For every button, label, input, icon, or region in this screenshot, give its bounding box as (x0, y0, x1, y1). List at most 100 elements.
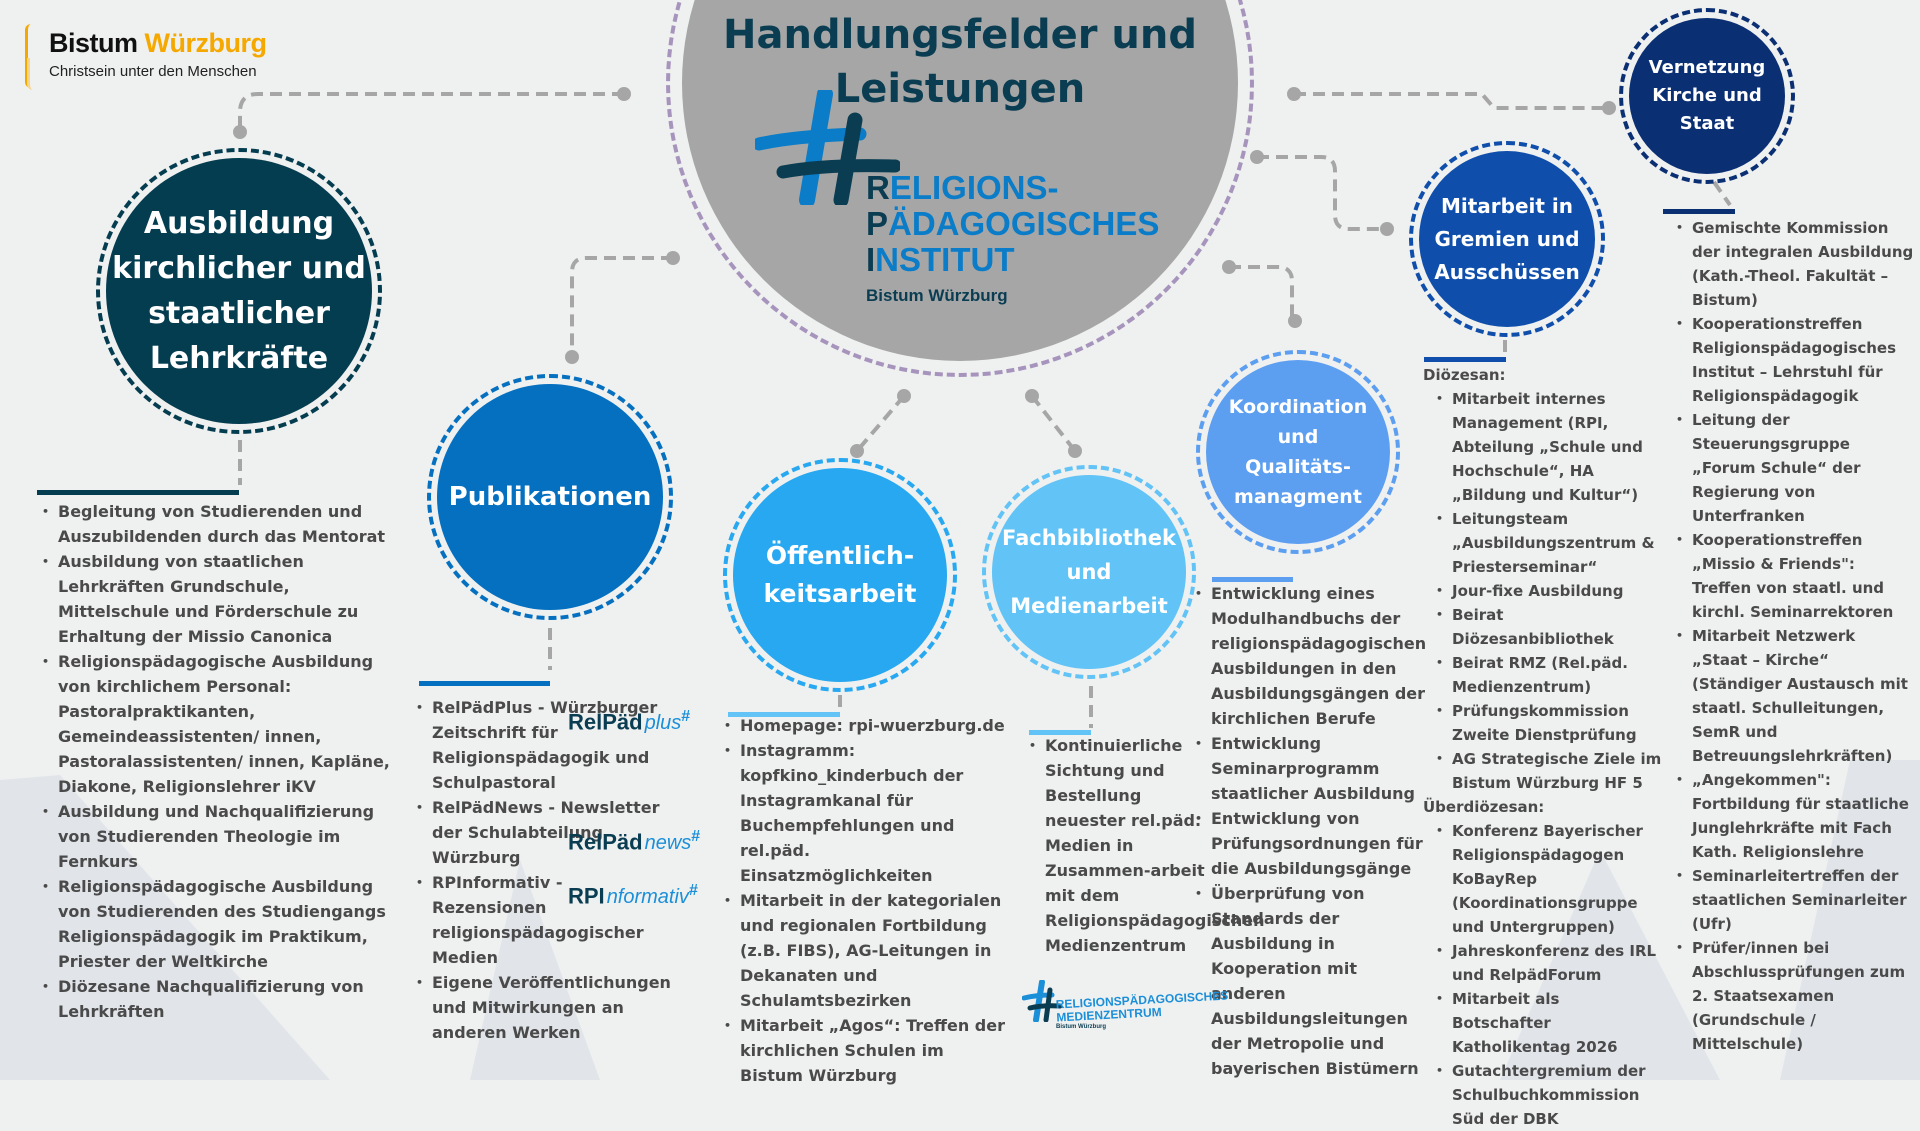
list-item: Religionspädagogische Ausbildung von Stu… (42, 874, 398, 974)
list-item: Entwicklung von Prüfungsordnungen für di… (1195, 806, 1433, 881)
node-gremien[interactable]: Mitarbeit in Gremien und Ausschüssen (1419, 151, 1595, 327)
list-item: Überprüfung von Standards der Ausbildung… (1195, 881, 1433, 1081)
list-item: Diözesane Nachqualifizierung von Lehrkrä… (42, 974, 398, 1024)
list-item: Gutachtergremium der Schulbuchkommission… (1436, 1059, 1663, 1131)
list-item: Entwicklung eines Modulhandbuchs der rel… (1195, 581, 1433, 731)
list-item: Beirat Diözesanbibliothek (1436, 603, 1663, 651)
node-publikationen[interactable]: Publikationen (437, 384, 663, 610)
underline-ausbildung (37, 490, 239, 495)
list-item: Mitarbeit „Agos“: Treffen der kirchliche… (724, 1013, 1008, 1088)
list-item: Gemischte Kommission der integralen Ausb… (1676, 216, 1914, 312)
list-item: Kontinuierliche Sichtung und Bestellung … (1029, 733, 1265, 958)
group-heading-ueberdioezesan: Überdiözesan: (1423, 798, 1545, 816)
node-oeffentlichkeitsarbeit[interactable]: Öffentlich- keitsarbeit (733, 468, 947, 682)
list-item: Mitarbeit Netzwerk „Staat – Kirche“ (Stä… (1676, 624, 1914, 768)
logo-main: RPI (568, 883, 605, 909)
rpi-logo-word: NSTITUT (875, 241, 1015, 278)
list-item: Kooperationstreffen „Missio & Friends": … (1676, 528, 1914, 624)
list-fachbibliothek: Kontinuierliche Sichtung und Bestellung … (1023, 733, 1265, 958)
title-line-2: Leistungen (834, 66, 1086, 112)
rpi-logo-word: ÄDAGOGISCHES (888, 205, 1160, 242)
logo-tagline: Christsein unter den Menschen (49, 63, 257, 80)
underline-publikationen (419, 681, 550, 686)
list-item: Leitungsteam „Ausbildungszentrum & Pries… (1436, 507, 1663, 579)
underline-koordination (1212, 577, 1293, 582)
list-publikationen: RelPädPlus - Würzburger Zeitschrift für … (410, 695, 674, 1045)
list-vernetzung-items: Gemischte Kommission der integralen Ausb… (1664, 216, 1914, 1056)
node-fachbibliothek[interactable]: Fachbibliothek und Medienarbeit (992, 475, 1186, 669)
node-ausbildung[interactable]: Ausbildung kirchlicher und staatlicher L… (106, 158, 372, 424)
ring-vernetzung (1619, 8, 1795, 184)
rmz-logo-subtitle: Bistum Würzburg (1056, 1024, 1106, 1030)
hash-icon: # (688, 882, 698, 899)
logo-name: Bistum Würzburg (49, 28, 267, 59)
ring-koordination (1196, 350, 1400, 554)
list-item: Seminarleitertreffen der staatlichen Sem… (1676, 864, 1914, 936)
rpi-logo-word: ELIGIONS- (889, 169, 1059, 206)
list-vernetzung: Gemischte Kommission der integralen Ausb… (1664, 216, 1914, 1056)
page-title: Handlungsfelder und Leistungen (660, 8, 1260, 116)
list-item: Ausbildung von staatlichen Lehrkräften G… (42, 549, 398, 649)
rpi-logo-letter: I (866, 241, 876, 278)
list-item: Homepage: rpi-wuerzburg.de (724, 713, 1008, 738)
hash-icon: # (691, 828, 701, 845)
ring-gremien (1409, 141, 1605, 337)
group-heading-dioezesan: Diözesan: (1423, 366, 1506, 384)
list-item: Entwicklung Seminarprogramm staatlicher … (1195, 731, 1433, 806)
title-line-1: Handlungsfelder und (723, 12, 1197, 58)
logo-main: RelPäd (568, 829, 643, 855)
logo-script: nformativ (606, 886, 689, 909)
list-item: Mitarbeit als Botschafter Katholikentag … (1436, 987, 1663, 1059)
list-item: Begleitung von Studierenden und Auszubil… (42, 499, 398, 549)
logo-script: news (644, 832, 692, 855)
ring-publikationen (427, 374, 673, 620)
logo-bracket-lower-icon (27, 58, 34, 90)
logo-main: RelPäd (568, 709, 643, 735)
list-gremien-ueberdioezesan: Konferenz Bayerischer Religionspädagogen… (1423, 819, 1663, 1131)
logo-script: plus (644, 712, 682, 735)
list-item: RelPädNews - Newsletter der Schulabteilu… (416, 795, 674, 870)
list-ausbildung: Begleitung von Studierenden und Auszubil… (36, 499, 398, 1024)
rpi-logo-letter: R (866, 169, 890, 206)
list-gremien: Diözesan: Mitarbeit internes Management … (1423, 363, 1663, 1131)
list-item: Ausbildung und Nachqualifizierung von St… (42, 799, 398, 874)
list-item: RelPädPlus - Würzburger Zeitschrift für … (416, 695, 674, 795)
list-item: RPInformativ - Rezensionen religionspäda… (416, 870, 674, 970)
rpi-logo-text: RELIGIONS- PÄDAGOGISCHES INSTITUT (866, 170, 1159, 278)
rmz-cross-icon (1021, 979, 1063, 1023)
list-item: Prüfer/innen bei Abschlussprüfungen zum … (1676, 936, 1914, 1056)
list-item: Prüfungskommission Zweite Dienstprüfung (1436, 699, 1663, 747)
ring-fachbibliothek (982, 465, 1196, 679)
list-item: Mitarbeit in der kategorialen und region… (724, 888, 1008, 1013)
list-item: Religionspädagogische Ausbildung von kir… (42, 649, 398, 799)
list-item: Eigene Veröffentlichungen und Mitwirkung… (416, 970, 674, 1045)
connector-dots (233, 87, 1616, 458)
list-item: Instagramm: kopfkino_kinderbuch der Inst… (724, 738, 1008, 888)
list-item: Mitarbeit internes Management (RPI, Abte… (1436, 387, 1663, 507)
ring-oeffentlichkeitsarbeit (723, 458, 957, 692)
list-oeffentlichkeitsarbeit: Homepage: rpi-wuerzburg.deInstagramm: ko… (718, 713, 1008, 1088)
rpi-logo-subtitle: Bistum Würzburg (866, 286, 1008, 305)
logo-name-1: Bistum (49, 28, 138, 58)
logo-name-2: Würzburg (144, 28, 267, 58)
list-item: Konferenz Bayerischer Religionspädagogen… (1436, 819, 1663, 939)
ring-ausbildung (96, 148, 382, 434)
rpi-logo-letter: P (866, 205, 889, 242)
list-item: „Angekommen": Fortbildung für staatliche… (1676, 768, 1914, 864)
list-gremien-dioezesan: Mitarbeit internes Management (RPI, Abte… (1423, 387, 1663, 795)
list-item: AG Strategische Ziele im Bistum Würzburg… (1436, 747, 1663, 795)
node-vernetzung[interactable]: Vernetzung Kirche und Staat (1629, 18, 1785, 174)
underline-vernetzung (1663, 209, 1735, 214)
rpi-cross-icon (755, 90, 900, 205)
list-item: Jahreskonferenz des IRL und RelpädForum (1436, 939, 1663, 987)
connector-lines (238, 92, 1732, 728)
list-koordination: Entwicklung eines Modulhandbuchs der rel… (1189, 581, 1433, 1081)
node-koordination[interactable]: Koordination und Qualitäts- managment (1206, 360, 1390, 544)
list-item: Kooperationstreffen Religionspädagogisch… (1676, 312, 1914, 408)
list-item: Leitung der Steuerungsgruppe „Forum Schu… (1676, 408, 1914, 528)
hash-icon: # (681, 708, 691, 725)
